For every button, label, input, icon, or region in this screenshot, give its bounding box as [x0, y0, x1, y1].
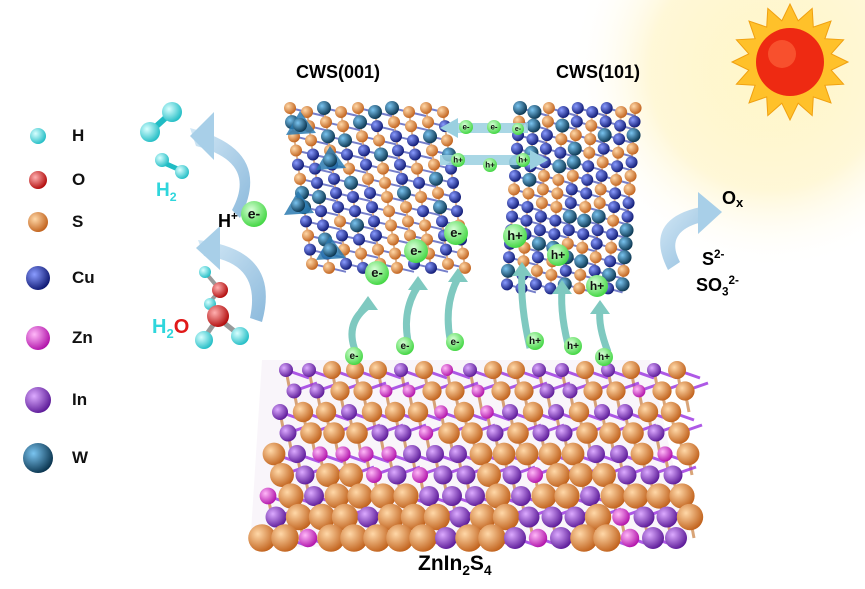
electron-bubble: e- [396, 337, 414, 355]
electron-bubble: e- [459, 120, 473, 134]
legend-swatch-w [23, 443, 53, 473]
cws001-label: CWS(001) [296, 62, 381, 82]
h2-molecule-icon [140, 102, 189, 179]
legend-label: Zn [72, 328, 93, 347]
legend-item-zn: Zn [14, 322, 134, 356]
sulfite-label: SO32- [696, 274, 739, 299]
hole-bubble: h+ [516, 153, 530, 167]
electron-bubble: e- [512, 123, 524, 135]
legend-label: Cu [72, 268, 95, 287]
legend-swatch-in [25, 387, 51, 413]
hole-bubble: h+ [547, 244, 569, 266]
electron-bubble: e- [404, 239, 428, 263]
svg-text:e-: e- [350, 351, 359, 362]
hole-bubble: h+ [564, 337, 582, 355]
hole-bubble: h+ [586, 275, 608, 297]
legend-label: In [72, 390, 88, 409]
electron-bubble: e- [444, 221, 468, 245]
sun-icon [730, 2, 850, 122]
h2o-label: H2O [152, 316, 190, 341]
svg-text:h+: h+ [590, 279, 604, 293]
legend-swatch-cu [26, 266, 50, 290]
cws101-label: CWS(101) [556, 62, 641, 82]
znin2s4-label: ZnIn2S4 [418, 552, 492, 579]
svg-text:e-: e- [248, 206, 261, 222]
hole-bubble: h+ [451, 153, 465, 167]
legend-label: W [72, 448, 89, 467]
svg-text:h+: h+ [518, 155, 528, 164]
water-reduction-arrow [196, 226, 266, 322]
hole-bubble: h+ [503, 224, 527, 248]
electron-bubble: e- [365, 261, 389, 285]
svg-text:h+: h+ [598, 352, 610, 363]
cws101-lattice [501, 101, 642, 295]
h2-label: H2 [156, 180, 177, 204]
svg-text:h+: h+ [567, 341, 579, 352]
svg-text:e-: e- [410, 243, 422, 258]
znin2s4-lattice [248, 360, 709, 552]
svg-text:e-: e- [490, 122, 497, 131]
water-molecule-icon [195, 266, 249, 349]
legend-atom-swatches [23, 128, 53, 473]
legend-swatch-o [29, 171, 47, 189]
electron-bubble: e- [487, 120, 501, 134]
legend-label: H [72, 126, 85, 145]
svg-text:e-: e- [371, 265, 383, 280]
legend-item-w: W [14, 442, 134, 476]
ox-label: Ox [722, 188, 744, 210]
legend-item-in: In [14, 384, 134, 418]
sulfide-label: S2- [702, 248, 725, 269]
electron-bubble: e- [345, 347, 363, 365]
svg-text:h+: h+ [485, 160, 495, 169]
legend-swatch-zn [26, 326, 50, 350]
svg-text:e-: e- [462, 122, 469, 131]
legend-label: S [72, 212, 84, 231]
hole-bubble: h+ [595, 348, 613, 366]
legend-label: O [72, 170, 86, 189]
svg-text:e-: e- [451, 337, 460, 348]
svg-text:h+: h+ [453, 155, 463, 164]
svg-text:h+: h+ [507, 228, 523, 243]
oxidation-arrow [660, 192, 722, 270]
hplus-label: H+ [218, 210, 238, 231]
svg-text:h+: h+ [529, 336, 541, 347]
legend-item-cu: Cu [14, 262, 134, 296]
hole-bubble: h+ [526, 332, 544, 350]
legend-swatch-h [30, 128, 46, 144]
cws001-lattice [284, 101, 471, 274]
legend-swatch-s [28, 212, 48, 232]
carrier-bubbles: e-e-e-e-h+ h+ h+ e-e-e-h+ h+ h+ e-e-e-h+ h+ h+ [241, 120, 613, 366]
h2-evolution-arrow [190, 112, 251, 218]
hole-bubble: h+ [483, 158, 497, 172]
svg-text:h+: h+ [551, 248, 565, 262]
svg-text:e-: e- [515, 126, 522, 133]
legend-item-h: H [14, 120, 134, 154]
electron-bubble: e- [446, 333, 464, 351]
electron-bubble: e- [241, 201, 267, 227]
legend-item-o: O [14, 164, 134, 198]
svg-text:e-: e- [450, 225, 462, 240]
legend-item-s: S [14, 206, 134, 240]
svg-text:e-: e- [401, 341, 410, 352]
